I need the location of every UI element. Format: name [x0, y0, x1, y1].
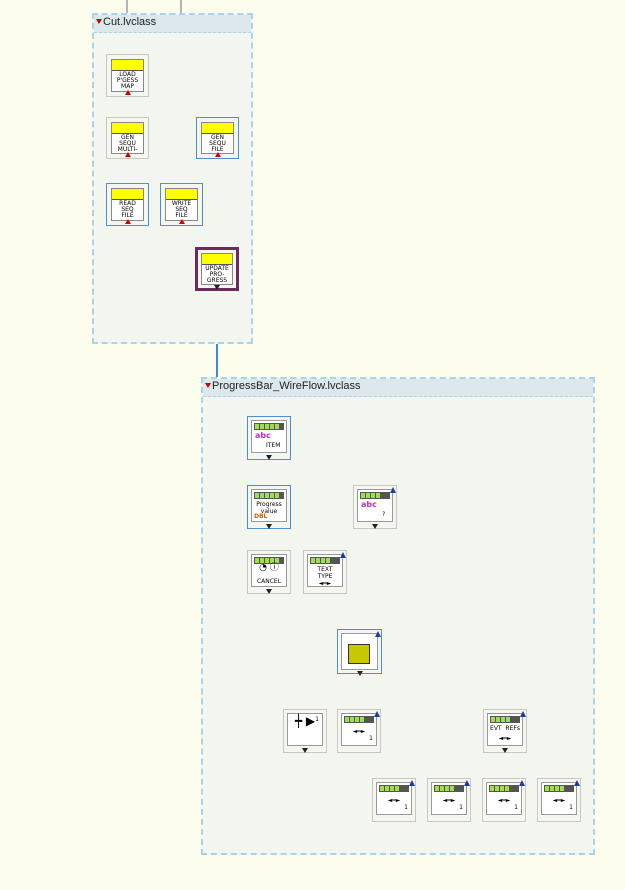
terminal-icon — [178, 219, 185, 224]
node-icon: ◄═► 1 — [431, 782, 467, 815]
node-label: ? — [382, 511, 386, 518]
bottom-node-1[interactable]: ◄═► 1 — [372, 778, 416, 822]
up-arrow-icon — [390, 487, 396, 493]
terminal-icon — [124, 90, 131, 95]
cut-class-header[interactable]: Cut.lvclass — [94, 15, 251, 33]
bottom-node-3[interactable]: ◄═► 1 — [482, 778, 526, 822]
node-icon: GEN SEQU FILE — [201, 122, 234, 157]
load-progress-map-node[interactable]: LOAD P'GESS MAP — [106, 54, 149, 97]
node-label: 1 — [369, 735, 373, 742]
node-label: 1 — [569, 804, 573, 811]
terminal-icon — [266, 455, 272, 460]
node-label: 1 — [404, 804, 408, 811]
node-label: 1 — [514, 804, 518, 811]
read-seq-file-node[interactable]: READ SEQ FILE — [106, 183, 149, 226]
collapse-triangle-icon[interactable] — [205, 383, 211, 388]
up-arrow-icon — [409, 780, 415, 786]
terminal-icon — [372, 524, 378, 529]
bottom-node-2[interactable]: ◄═► 1 — [427, 778, 471, 822]
up-arrow-icon — [375, 631, 381, 637]
numeric-index-node[interactable]: ┿ ▶ 1 — [283, 709, 327, 753]
node-icon: Progress value DBL — [251, 489, 287, 522]
node-icon: ◄═► 1 — [486, 782, 522, 815]
terminal-icon — [266, 524, 272, 529]
slider-glyph: ◄═► — [387, 797, 401, 804]
text-type-node[interactable]: TEXT TYPE ◄═► — [303, 550, 347, 594]
node-icon: abc ITEM — [251, 420, 287, 453]
slider-glyph: ◄═► — [497, 797, 511, 804]
node-label: CANCEL — [256, 578, 282, 585]
terminal-icon — [266, 589, 272, 594]
progressbar-class-title: ProgressBar_WireFlow.lvclass — [212, 380, 361, 392]
node-icon — [341, 633, 378, 670]
node-icon: LOAD P'GESS MAP — [111, 59, 144, 95]
bottom-node-4[interactable]: ◄═► 1 — [537, 778, 581, 822]
terminal-icon — [214, 152, 221, 157]
terminal-icon — [124, 152, 131, 157]
node-icon: WRITE SEQ FILE — [165, 188, 198, 224]
node-icon: GEN SEQU MULTI- — [111, 122, 144, 157]
up-arrow-icon — [520, 711, 526, 717]
set-value-node[interactable]: ◄═► 1 — [337, 709, 381, 753]
gen-seq-multi-node[interactable]: GEN SEQU MULTI- — [106, 117, 149, 159]
set-item-node[interactable]: abc ITEM — [247, 416, 291, 460]
update-progress-node[interactable]: UPDATE PRO- GRESS — [195, 247, 239, 291]
node-label: 1 — [315, 716, 319, 723]
slider-glyph: ◄═► — [442, 797, 456, 804]
up-arrow-icon — [340, 552, 346, 558]
node-icon: ◄═► 1 — [376, 782, 412, 815]
node-label: GEN SEQU FILE — [209, 134, 226, 153]
terminal-icon — [214, 285, 220, 290]
node-icon: READ SEQ FILE — [111, 188, 144, 224]
node-label: 1 — [459, 804, 463, 811]
node-icon: ◄═► 1 — [541, 782, 577, 815]
terminal-icon — [502, 748, 508, 753]
adjust-glyph-icon: ┿ ▶ — [294, 714, 316, 728]
node-label: Progress value — [256, 501, 282, 515]
slider-glyph: ◄═► — [352, 728, 366, 735]
node-icon: UPDATE PRO- GRESS — [201, 253, 233, 290]
node-label: EVT REFs — [490, 725, 520, 732]
node-icon: ◔ ⓘ CANCEL — [251, 554, 287, 587]
node-label: WRITE SEQ FILE — [171, 200, 192, 219]
node-icon: abc ? — [357, 489, 393, 522]
slider-glyph: ◄═► — [318, 580, 332, 587]
cut-class-title: Cut.lvclass — [103, 16, 157, 28]
up-arrow-icon — [574, 780, 580, 786]
progressbar-class-frame[interactable]: ProgressBar_WireFlow.lvclass — [201, 377, 595, 855]
terminal-icon — [124, 219, 131, 224]
node-label: ITEM — [266, 442, 281, 449]
up-arrow-icon — [464, 780, 470, 786]
node-icon: TEXT TYPE ◄═► — [307, 554, 343, 587]
type-label: DBL — [254, 513, 268, 520]
cancel-node[interactable]: ◔ ⓘ CANCEL — [247, 550, 291, 594]
set-text-node[interactable]: abc ? — [353, 485, 397, 529]
evt-refs-node[interactable]: EVT REFs ◄═► — [483, 709, 527, 753]
node-icon: ┿ ▶ 1 — [287, 713, 323, 746]
slider-glyph: ◄═► — [498, 735, 512, 742]
class-cube-icon — [348, 644, 370, 664]
node-label: TEXT TYPE — [317, 566, 333, 580]
node-label: GEN SEQU MULTI- — [117, 134, 138, 153]
string-glyph: abc — [361, 500, 377, 509]
clock-warning-icon: ◔ ⓘ — [259, 563, 279, 573]
progressbar-class-header[interactable]: ProgressBar_WireFlow.lvclass — [203, 379, 593, 397]
string-glyph: abc — [255, 431, 271, 440]
up-arrow-icon — [374, 711, 380, 717]
gen-seq-file-node[interactable]: GEN SEQU FILE — [196, 117, 239, 159]
up-arrow-icon — [519, 780, 525, 786]
terminal-icon — [302, 748, 308, 753]
write-seq-file-node[interactable]: WRITE SEQ FILE — [160, 183, 203, 226]
node-label: UPDATE PRO- GRESS — [205, 265, 229, 284]
node-label: READ SEQ FILE — [119, 200, 136, 219]
collapse-triangle-icon[interactable] — [96, 19, 102, 24]
slider-glyph: ◄═► — [552, 797, 566, 804]
node-label: LOAD P'GESS MAP — [116, 71, 139, 90]
terminal-icon — [356, 671, 363, 676]
node-icon: EVT REFs ◄═► — [487, 713, 523, 746]
progress-value-node[interactable]: Progress value DBL — [247, 485, 291, 529]
progressbar-core-node[interactable] — [337, 629, 382, 676]
node-icon: ◄═► 1 — [341, 713, 377, 746]
